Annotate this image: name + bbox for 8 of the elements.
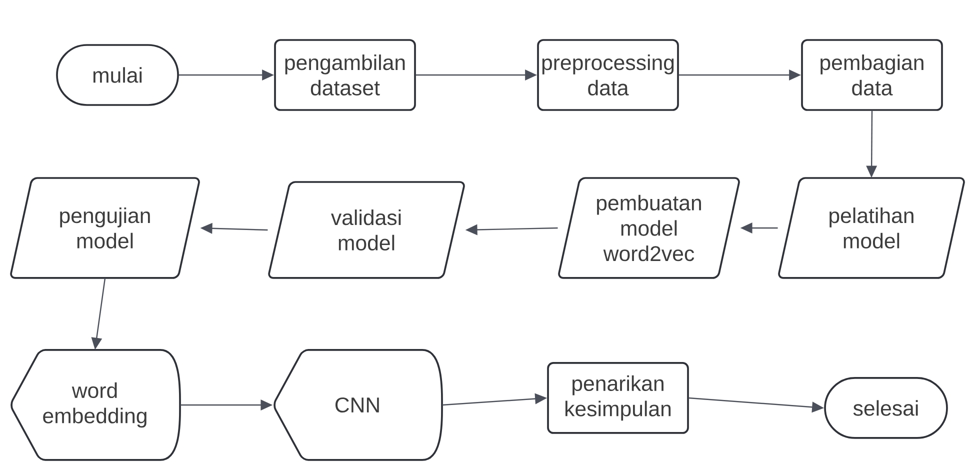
data-parallelogram: validasi model: [268, 181, 465, 279]
process-box: pengambilan dataset: [274, 39, 416, 111]
process-box: pembagian data: [801, 39, 943, 111]
data-parallelogram: pelatihan model: [778, 177, 965, 279]
process-box: preprocessing data: [537, 39, 679, 111]
process-box: penarikan kesimpulan: [547, 362, 689, 434]
data-parallelogram: pengujian model: [10, 177, 200, 279]
data-parallelogram: pembuatan model word2vec: [558, 177, 740, 279]
